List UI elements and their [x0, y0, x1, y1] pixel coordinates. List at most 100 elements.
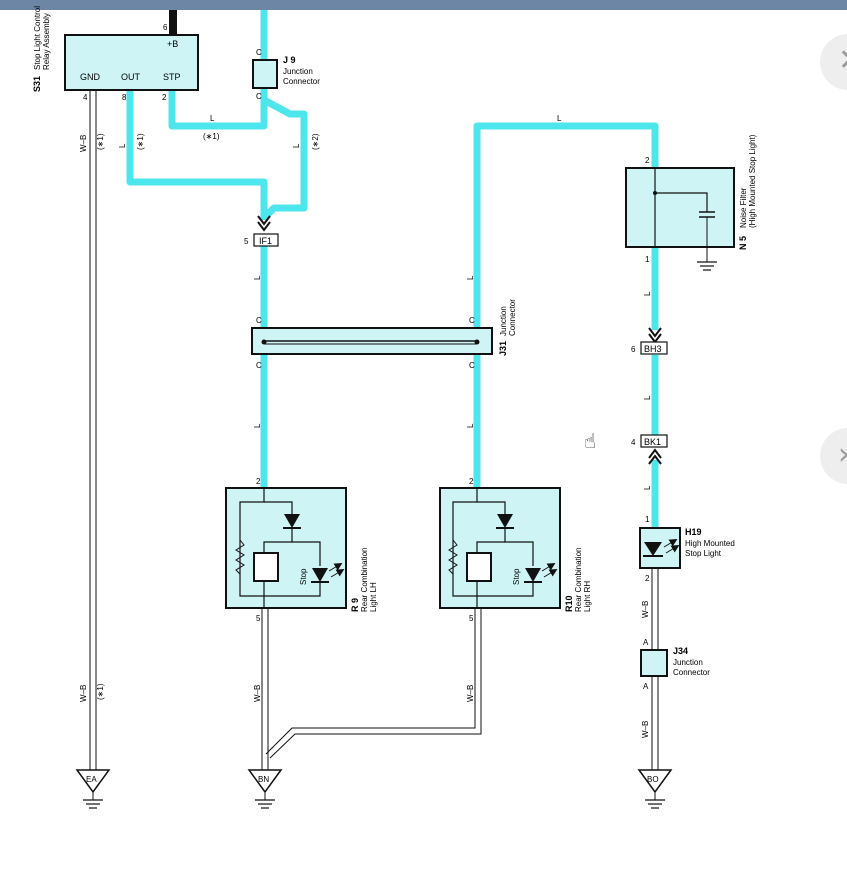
noise-filter-n5: 2 1 N 5 Noise Filter (High Mounted Stop …	[625, 134, 757, 271]
j31-pin: C	[256, 361, 262, 370]
if1-box	[253, 233, 279, 247]
rear-combination-light-lh: Stop 2 5 R 9 Rear Combination Light LH	[225, 477, 378, 623]
wire-color-label: L	[253, 275, 262, 280]
j31-pin: C	[469, 361, 475, 370]
stop-light-control-relay: +B GND OUT STP 6 4 8 2 S31 Stop Light Co…	[32, 6, 199, 102]
pin-label-b: +B	[167, 39, 178, 49]
r9-pin: 2	[256, 477, 261, 486]
close-icon: ✕	[838, 43, 847, 78]
r9-pin: 5	[256, 614, 261, 623]
h19-box	[639, 527, 681, 569]
j31-name-line2: Connector	[508, 299, 517, 336]
wire-color-label: W–B	[641, 721, 650, 738]
wire-color-label: L	[643, 395, 652, 400]
bk1-pin: 4	[631, 438, 636, 447]
j34-name-line2: Connector	[673, 668, 710, 677]
j34-pin: A	[643, 638, 649, 647]
junction-connector-j34: A A J34 Junction Connector	[640, 638, 710, 691]
j9-pin: C	[256, 48, 262, 57]
ground-bn-label: BN	[258, 775, 269, 784]
window-top-bar	[0, 0, 847, 10]
r10-pin: 2	[469, 477, 474, 486]
bh3-code: BH3	[644, 344, 662, 354]
connector-bh3: BH3 6	[631, 327, 668, 355]
wire-color-label: L	[466, 423, 475, 428]
r10-name-line2: Light RH	[583, 581, 592, 612]
j31-code: J31	[498, 341, 508, 356]
h19-pin: 1	[645, 515, 650, 524]
r9-box	[225, 487, 347, 609]
power-lead	[169, 10, 177, 36]
n5-pin: 1	[645, 255, 650, 264]
wire-color-label: L	[118, 143, 127, 148]
j34-pin: A	[643, 682, 649, 691]
wire-labels: L (∗1) L L (∗1) L (∗2) W–B (∗1) W–B (∗1)…	[79, 114, 652, 738]
j31-pin: C	[469, 316, 475, 325]
bh3-pin: 6	[631, 345, 636, 354]
connector-bk1: BK1 4	[631, 434, 668, 465]
ground-wires	[89, 90, 659, 770]
wire-color-label: L	[210, 114, 215, 123]
r9-code: R 9	[350, 598, 360, 612]
wire-color-label: W–B	[466, 685, 475, 702]
n5-code: N 5	[738, 236, 748, 250]
connector-if1: IF1 5	[244, 215, 279, 247]
ground-ea-label: EA	[86, 775, 97, 784]
wire-note: (∗1)	[203, 132, 220, 141]
pin-label-out: OUT	[121, 72, 141, 82]
j31-name-line1: Junction	[499, 306, 508, 336]
wire-color-label: W–B	[79, 685, 88, 702]
r9-name-line1: Rear Combination	[360, 548, 369, 612]
ground-bo-label: BO	[647, 775, 659, 784]
chevron-down-icon	[257, 215, 271, 232]
j9-code: J 9	[283, 55, 296, 65]
chevron-up-icon	[648, 448, 662, 465]
n5-box	[625, 167, 735, 248]
wire-note: (∗1)	[96, 133, 105, 150]
r10-name-line1: Rear Combination	[574, 548, 583, 612]
junction-connector-j9: C C J 9 Junction Connector	[252, 48, 320, 101]
chevron-right-icon: ›	[838, 437, 847, 472]
r10-code: R10	[564, 595, 574, 612]
rear-combination-light-rh: Stop 2 5 R10 Rear Combination Light RH	[439, 477, 592, 623]
power-wires	[126, 10, 659, 530]
pin-number: 8	[122, 93, 127, 102]
wire-color-label: W–B	[641, 601, 650, 618]
j9-name-line2: Connector	[283, 77, 320, 86]
pin-number: 6	[163, 23, 168, 32]
relay-name-line1: Stop Light Control	[33, 6, 42, 70]
chevron-down-icon	[648, 327, 662, 344]
j34-name-line1: Junction	[673, 658, 703, 667]
relay-box	[64, 34, 199, 91]
pin-number: 2	[162, 93, 167, 102]
wire-color-label: L	[292, 143, 301, 148]
relay-name-line2: Relay Assembly	[42, 13, 51, 70]
relay-code: S31	[32, 76, 42, 92]
j31-pin: C	[256, 316, 262, 325]
wire-note: (∗1)	[136, 133, 145, 150]
r10-pin: 5	[469, 614, 474, 623]
wire-note: (∗2)	[311, 133, 320, 150]
if1-code: IF1	[259, 236, 272, 246]
r10-box	[439, 487, 561, 609]
ground-ea: EA	[75, 769, 111, 809]
j9-name-line1: Junction	[283, 67, 313, 76]
high-mounted-stop-light: 1 2 H19 High Mounted Stop Light	[639, 515, 735, 583]
wire-color-label: L	[643, 291, 652, 296]
j34-box	[640, 649, 668, 677]
h19-name-line1: High Mounted	[685, 539, 735, 548]
wire-color-label: W–B	[253, 685, 262, 702]
r9-name-line2: Light LH	[369, 582, 378, 612]
wire-color-label: L	[643, 485, 652, 490]
hand-cursor-icon: ☝	[584, 429, 597, 453]
r9-stop-label: Stop	[299, 568, 308, 585]
r10-stop-label: Stop	[512, 568, 521, 585]
h19-name-line2: Stop Light	[685, 549, 722, 558]
wire-color-label: W–B	[79, 135, 88, 152]
wire-color-label: L	[557, 114, 562, 123]
j9-pin: C	[256, 92, 262, 101]
ground-bo: BO	[637, 769, 673, 809]
h19-pin: 2	[645, 574, 650, 583]
wire-color-label: L	[466, 275, 475, 280]
